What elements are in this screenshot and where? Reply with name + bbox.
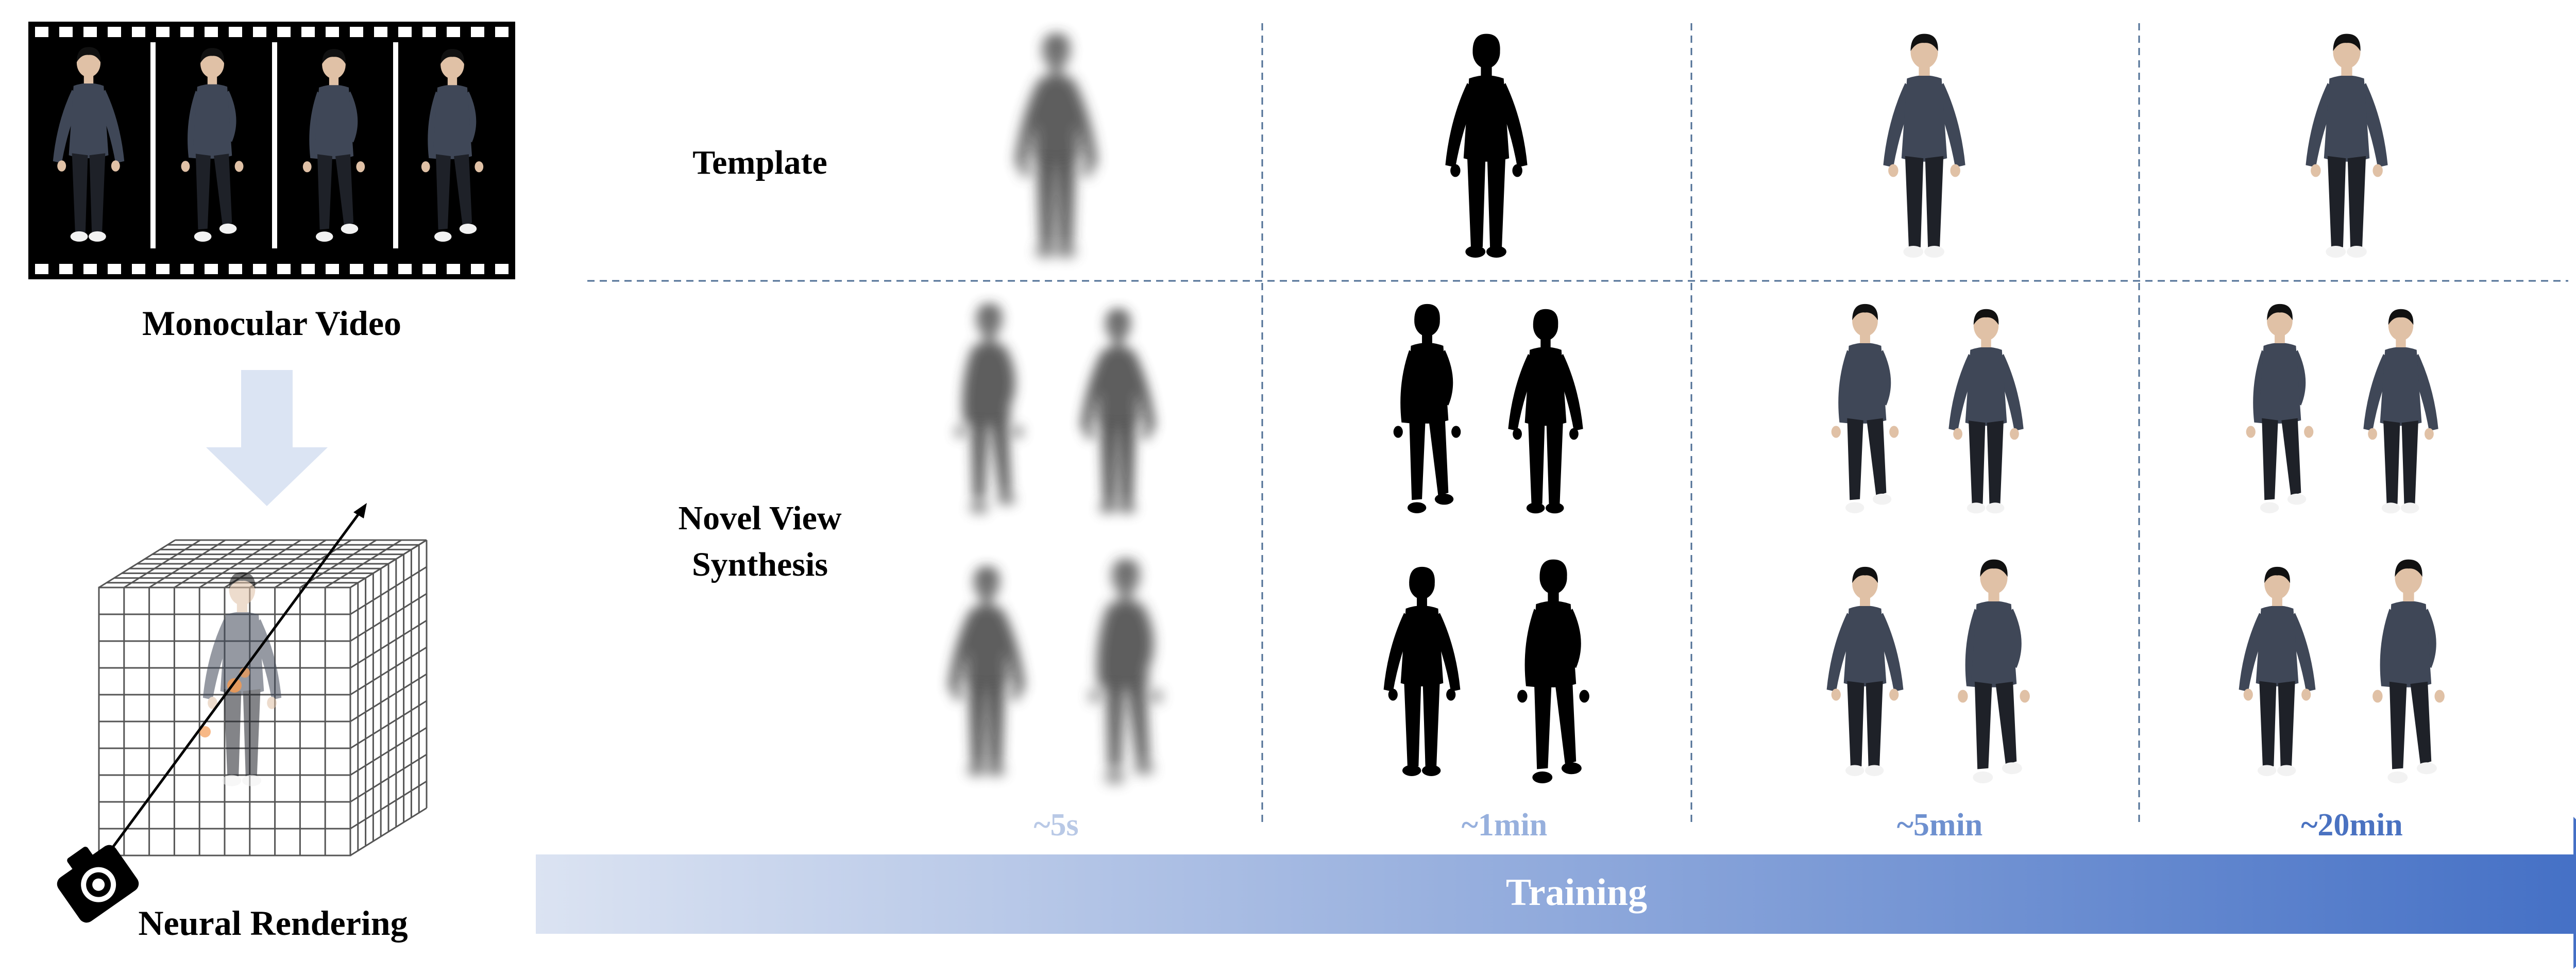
camera-ray [94, 503, 367, 872]
sample-point [199, 726, 211, 737]
film-sprocket-hole [447, 264, 460, 274]
film-sprocket-hole [471, 27, 484, 37]
film-sprocket-hole [156, 264, 170, 274]
training-arrow [536, 817, 2576, 969]
stage-3-novel-view-figure [1826, 566, 1904, 776]
stage-1-novel-view-figure [1090, 559, 1162, 783]
stage-2-novel-view-figure [1508, 309, 1583, 514]
training-label: Training [1505, 871, 1648, 914]
film-sprocket-hole [35, 27, 48, 37]
film-sprocket-hole [471, 264, 484, 274]
sample-points [199, 667, 250, 737]
stage-3-template-figure [1883, 33, 1965, 258]
film-strip [28, 22, 515, 279]
film-sprockets-top [35, 27, 509, 37]
film-sprocket-hole [301, 264, 315, 274]
stage-2-template-figure [1445, 33, 1528, 258]
film-sprocket-hole [156, 27, 170, 37]
film-sprocket-hole [180, 264, 194, 274]
film-sprocket-hole [108, 27, 121, 37]
film-sprocket-hole [277, 27, 291, 37]
stage-4-novel-view-figure [2246, 304, 2314, 513]
film-sprocket-hole [398, 27, 412, 37]
stage-4-novel-view-figure [2363, 309, 2438, 514]
film-sprocket-hole [326, 27, 339, 37]
film-sprocket-hole [180, 27, 194, 37]
stage-1-novel-view-figure [955, 304, 1023, 513]
stage-time-label-4: ~20min [2301, 808, 2403, 843]
ray-arrowhead [353, 503, 367, 518]
stage-2-novel-view-figure [1393, 304, 1461, 513]
template-row-label: Template [692, 144, 827, 181]
render-results [948, 33, 2445, 783]
stage-2-novel-view-figure [1383, 566, 1461, 776]
film-sprocket-hole [277, 264, 291, 274]
film-frame-divider [150, 42, 156, 248]
film-sprocket-hole [398, 264, 412, 274]
stage-time-label-3: ~5min [1896, 808, 1983, 843]
film-sprocket-hole [253, 264, 266, 274]
stage-3-novel-view-figure [1958, 559, 2030, 783]
stage-time-label-1: ~5s [1033, 808, 1079, 843]
down-arrow [206, 370, 328, 506]
monocular-video-caption: Monocular Video [142, 304, 402, 343]
film-frames [53, 47, 484, 242]
down-arrow-shaft [241, 370, 293, 447]
film-sprocket-hole [83, 27, 97, 37]
film-sprocket-hole [59, 27, 73, 37]
film-sprocket-hole [422, 264, 436, 274]
film-sprocket-hole [108, 264, 121, 274]
grid-dividers [587, 23, 2568, 825]
film-sprocket-hole [447, 27, 460, 37]
neural-grid-cube [98, 539, 428, 857]
film-sprocket-hole [495, 27, 509, 37]
film-sprocket-hole [374, 27, 387, 37]
film-frame-person [302, 49, 365, 242]
stage-1-novel-view-figure [1080, 309, 1156, 514]
film-sprockets-bottom [35, 264, 509, 274]
film-sprocket-hole [229, 27, 242, 37]
film-sprocket-hole [205, 264, 218, 274]
neural-rendering-caption: Neural Rendering [138, 903, 408, 943]
film-sprocket-hole [374, 264, 387, 274]
film-sprocket-hole [495, 264, 509, 274]
stage-4-template-figure [2306, 33, 2388, 258]
film-sprocket-hole [35, 264, 48, 274]
stage-3-novel-view-figure [1948, 309, 2024, 514]
film-sprocket-hole [253, 27, 266, 37]
film-frame-person [53, 47, 125, 242]
stage-time-label-2: ~1min [1461, 808, 1548, 843]
film-frame-person [181, 48, 244, 242]
film-sprocket-hole [350, 27, 363, 37]
stage-4-novel-view-figure [2239, 566, 2316, 776]
film-sprocket-hole [422, 27, 436, 37]
stage-4-novel-view-figure [2372, 559, 2445, 783]
stage-1-novel-view-figure [948, 566, 1025, 776]
film-sprocket-hole [59, 264, 73, 274]
film-sprocket-hole [326, 264, 339, 274]
film-sprocket-hole [205, 27, 218, 37]
film-sprocket-hole [132, 27, 145, 37]
film-sprocket-hole [229, 264, 242, 274]
camera-icon [57, 845, 139, 923]
film-frame-person [421, 49, 484, 242]
nvs-row-label-line2: Synthesis [691, 546, 828, 583]
stage-2-novel-view-figure [1517, 559, 1589, 783]
stage-3-novel-view-figure [1831, 304, 1899, 513]
stage-1-template-figure [1015, 33, 1097, 258]
film-sprocket-hole [132, 264, 145, 274]
cube-person [202, 572, 282, 786]
film-frame-divider [272, 42, 277, 248]
nvs-row-label-line1: Novel View [678, 499, 842, 537]
down-arrow-head [206, 447, 328, 506]
ray-line [94, 510, 362, 872]
film-frame-divider [393, 42, 398, 248]
film-sprocket-hole [301, 27, 315, 37]
film-sprocket-hole [350, 264, 363, 274]
cube-person-figure [202, 572, 282, 786]
film-sprocket-hole [83, 264, 97, 274]
